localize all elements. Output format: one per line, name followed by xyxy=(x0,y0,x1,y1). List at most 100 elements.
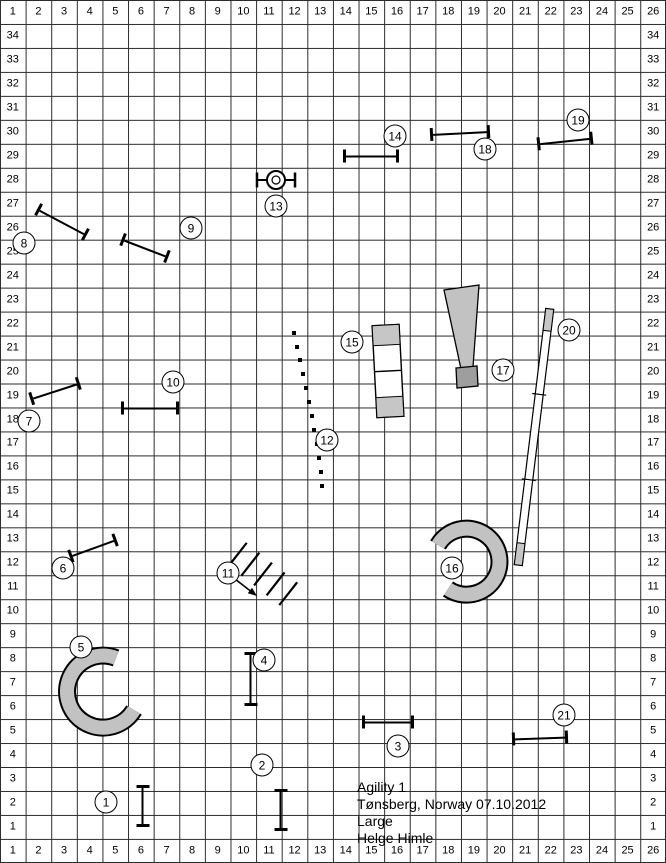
grid-row-label-right: 30 xyxy=(646,125,661,138)
weave-pole xyxy=(292,331,296,335)
jump-wing xyxy=(362,715,365,729)
obstacle-number-10: 10 xyxy=(161,370,185,394)
grid-row-label-left: 17 xyxy=(5,436,20,449)
weave-pole xyxy=(319,470,323,474)
grid-row-label-left: 24 xyxy=(5,269,20,282)
grid-col-label-bottom: 19 xyxy=(466,844,481,857)
grid-row-label-right: 31 xyxy=(646,101,661,114)
grid-row-label-left: 5 xyxy=(8,724,17,737)
grid-row-label-left: 13 xyxy=(5,532,20,545)
grid-row-label-left: 14 xyxy=(5,508,20,521)
grid-col-label-top: 26 xyxy=(646,5,661,18)
grid-col-label-top: 12 xyxy=(287,5,302,18)
jump-bar xyxy=(142,788,144,824)
collapsed-tunnel xyxy=(443,284,480,389)
grid-col-label-top: 20 xyxy=(492,5,507,18)
grid-col-label-bottom: 12 xyxy=(287,844,302,857)
grid-col-label-top: 7 xyxy=(162,5,171,18)
grid-row-label-left: 25 xyxy=(5,245,20,258)
grid-row-label-right: 26 xyxy=(646,221,661,234)
jump-wing xyxy=(176,401,179,415)
jump-bar xyxy=(124,407,176,409)
grid-col-label-bottom: 2 xyxy=(34,844,43,857)
jump-wing xyxy=(486,124,491,139)
grid-row-label-right: 9 xyxy=(649,628,658,641)
grid-row-label-left: 20 xyxy=(5,365,20,378)
weave-pole xyxy=(312,428,316,432)
course-info: Agility 1 Tønsberg, Norway 07.10.2012 La… xyxy=(357,779,546,847)
jump-bar xyxy=(540,137,590,145)
grid-row-label-left: 28 xyxy=(5,173,20,186)
grid-col-label-top: 17 xyxy=(415,5,430,18)
grid-row-label-right: 34 xyxy=(646,29,661,42)
grid-row-label-right: 24 xyxy=(646,269,661,282)
grid-col-label-bottom: 11 xyxy=(262,844,276,857)
long-jump-bar xyxy=(240,552,261,577)
obstacle-number-12: 12 xyxy=(315,428,339,452)
jump-bar xyxy=(365,721,411,723)
grid-row-label-left: 23 xyxy=(5,293,20,306)
obstacle-number-6: 6 xyxy=(51,556,75,580)
dog-walk xyxy=(513,307,555,567)
obstacle-number-7: 7 xyxy=(17,409,41,433)
grid-row-label-right: 22 xyxy=(646,317,661,330)
obstacle-number-20: 20 xyxy=(557,318,581,342)
jump-wing xyxy=(136,824,150,827)
grid-row-label-left: 15 xyxy=(5,484,20,497)
grid-col-label-top: 24 xyxy=(594,5,610,18)
grid-col-label-bottom: 25 xyxy=(620,844,635,857)
grid-row-label-right: 33 xyxy=(646,53,661,66)
grid-row-label-left: 21 xyxy=(5,341,20,354)
jump-bar xyxy=(280,792,282,828)
grid-row-label-left: 6 xyxy=(8,700,17,713)
grid-row-label-left: 34 xyxy=(5,29,20,42)
grid-row-label-left: 19 xyxy=(5,389,20,402)
jump-wing xyxy=(564,730,569,744)
course-location-date: Tønsberg, Norway 07.10.2012 xyxy=(357,796,547,812)
grid-row-label-left: 16 xyxy=(5,460,20,473)
grid-row-label-right: 5 xyxy=(649,724,658,737)
jump-bar xyxy=(250,655,252,703)
grid-row-label-right: 25 xyxy=(646,245,661,258)
grid-col-label-bottom: 21 xyxy=(517,844,533,857)
jump-2 xyxy=(274,789,288,831)
grid-row-label-right: 28 xyxy=(646,173,661,186)
grid-row-label-left: 11 xyxy=(6,580,20,593)
direction-arrow xyxy=(247,587,257,596)
grid-row-label-left: 31 xyxy=(5,101,20,114)
weave-pole xyxy=(295,345,299,349)
grid-row-label-left: 1 xyxy=(8,820,17,833)
weave-pole xyxy=(301,372,305,376)
grid-col-label-top: 22 xyxy=(543,5,558,18)
grid-row-label-left: 27 xyxy=(5,197,20,210)
grid-col-label-bottom: 3 xyxy=(59,844,69,857)
grid-row-label-right: 4 xyxy=(649,748,658,761)
obstacle-number-16: 16 xyxy=(440,556,464,580)
jump-21 xyxy=(511,730,569,746)
grid-row-label-right: 21 xyxy=(646,341,661,354)
grid-row-label-left: 8 xyxy=(8,652,17,665)
grid-col-label-top: 9 xyxy=(213,5,222,18)
jump-14 xyxy=(343,149,399,163)
grid-row-label-left: 9 xyxy=(8,628,17,641)
grid-col-label-bottom: 13 xyxy=(313,844,328,857)
grid-col-label-bottom: 15 xyxy=(364,844,379,857)
grid-row-label-left: 7 xyxy=(8,676,17,689)
long-jump xyxy=(227,542,299,606)
obstacle-number-11: 11 xyxy=(216,561,240,585)
grid-col-label-bottom: 5 xyxy=(111,844,120,857)
tire-jump xyxy=(255,170,297,190)
grid-col-label-bottom: 8 xyxy=(188,844,197,857)
grid-row-label-left: 18 xyxy=(5,413,20,425)
obstacle-number-3: 3 xyxy=(386,734,410,758)
course-size: Large xyxy=(357,813,393,829)
grid-col-label-top: 11 xyxy=(262,5,276,18)
grid-col-label-top: 3 xyxy=(59,5,69,18)
grid-col-label-bottom: 20 xyxy=(492,844,507,857)
grid-col-label-bottom: 17 xyxy=(415,844,430,857)
long-jump-bar xyxy=(278,581,299,606)
grid-col-label-top: 14 xyxy=(338,5,353,18)
jump-10 xyxy=(121,401,179,415)
grid-row-label-right: 10 xyxy=(646,604,661,617)
